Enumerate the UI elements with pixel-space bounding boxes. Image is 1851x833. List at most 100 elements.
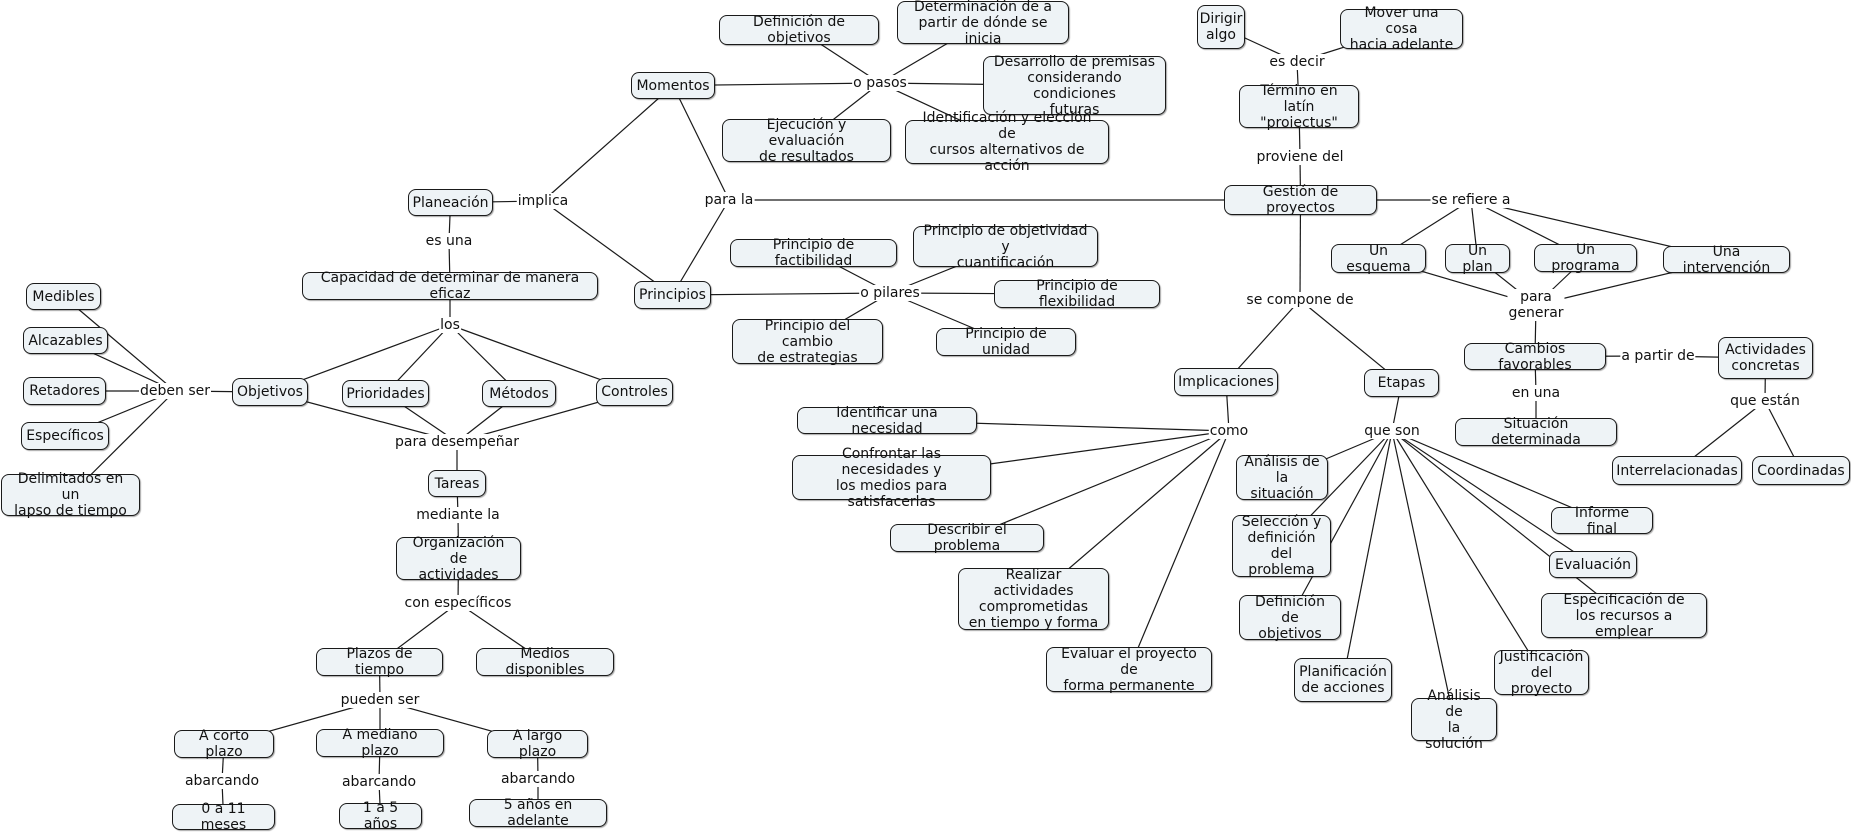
concept-prioridades: Prioridades: [342, 380, 429, 407]
link-label-como: como: [1208, 423, 1250, 439]
concept-p-factibilidad: Principio de factibilidad: [730, 237, 897, 269]
link-label-abarcando1: abarcando: [183, 773, 261, 789]
concept-def-obj-m: Definición de objetivos: [719, 14, 879, 46]
concept-capacidad: Capacidad de determinar de manera eficaz: [302, 270, 598, 302]
concept-esquema: Un esquema: [1331, 243, 1426, 275]
link-label-implica: implica: [516, 193, 570, 209]
concept-informe: Informe final: [1551, 505, 1653, 537]
connector-para_la-momentos: [672, 85, 730, 201]
concept-planificacion: Planificación de acciones: [1294, 658, 1392, 702]
concept-confrontar: Confrontar las necesidades y los medios …: [792, 446, 991, 510]
concept-delimitados: Delimitados en un lapso de tiempo: [1, 471, 140, 519]
concept-cambios: Cambios favorables: [1464, 341, 1606, 373]
concept-organizacion: Organización de actividades: [396, 535, 521, 583]
concept-plazos: Plazos de tiempo: [316, 646, 443, 678]
link-label-en-una: en una: [1510, 385, 1562, 401]
concept-anos15: 1 a 5 años: [339, 800, 422, 832]
concept-evaluar: Evaluar el proyecto de forma permanente: [1046, 646, 1212, 694]
concept-largo: A largo plazo: [487, 728, 588, 760]
concept-planeacion: Planeación: [408, 189, 493, 216]
link-label-mediante-la: mediante la: [415, 507, 501, 523]
link-label-se-refiere: se refiere a: [1430, 192, 1512, 208]
connector-que_son-evaluacion: [1391, 430, 1594, 565]
link-label-es-una: es una: [424, 233, 474, 249]
link-label-para-la: para la: [703, 192, 755, 208]
concept-gestion: Gestión de proyectos: [1224, 184, 1377, 216]
concept-act-concretas: Actividades concretas: [1718, 337, 1813, 379]
concept-anos5: 5 años en adelante: [469, 797, 607, 829]
link-label-que-son: que son: [1363, 423, 1421, 439]
concept-especificos: Específicos: [21, 422, 109, 450]
connector-para_la-principios: [671, 199, 730, 296]
concept-analisis-sit: Análisis de la situación: [1236, 454, 1328, 502]
concept-meses: 0 a 11 meses: [172, 801, 275, 833]
concept-termino: Término en latín "proiectus": [1239, 83, 1359, 131]
connector-deben_ser-medibles: [63, 296, 176, 392]
concept-ejecucion: Ejecución y evaluación de resultados: [722, 117, 891, 165]
concept-momentos: Momentos: [631, 72, 715, 99]
concept-mover: Mover una cosa hacia adelante: [1340, 5, 1463, 53]
connector-implica-principios: [542, 200, 673, 296]
concept-metodos: Métodos: [482, 380, 556, 407]
link-label-abarcando2: abarcando: [340, 774, 418, 790]
connector-que_son-planificacion: [1342, 430, 1393, 681]
link-label-deben-ser: deben ser: [139, 383, 211, 399]
concept-intervencion: Una intervención: [1663, 244, 1790, 276]
concept-p-unidad: Principio de unidad: [936, 326, 1076, 358]
concept-alcazables: Alcazables: [23, 327, 108, 354]
concept-implicaciones: Implicaciones: [1174, 368, 1278, 396]
link-label-o-pilares: o pilares: [859, 285, 921, 301]
concept-determinacion: Determinación de a partir de dónde se in…: [897, 0, 1069, 47]
concept-realizar: Realizar actividades comprometidas en ti…: [958, 567, 1109, 631]
link-label-pueden-ser: pueden ser: [339, 692, 421, 708]
concept-mediano: A mediano plazo: [316, 727, 444, 759]
concept-justificacion: Justificación del proyecto: [1494, 649, 1589, 697]
link-label-es-decir: es decir: [1268, 54, 1326, 70]
concept-def-obj-e: Definición de objetivos: [1239, 594, 1341, 642]
concept-evaluacion: Evaluación: [1549, 551, 1637, 578]
link-label-proviene: proviene del: [1255, 149, 1345, 165]
concept-retadores: Retadores: [23, 377, 106, 405]
connector-como-describir: [966, 430, 1230, 539]
concept-desarrollo: Desarrollo de premisas considerando cond…: [983, 54, 1166, 118]
concept-p-objetividad: Principio de objetividad y cuantificació…: [913, 223, 1098, 271]
link-label-los: los: [439, 317, 461, 333]
concept-p-cambio: Principio del cambio de estrategias: [732, 318, 883, 366]
concept-analisis-sol: Análisis de la solución: [1411, 688, 1497, 752]
connector-que_son-informe: [1391, 430, 1603, 522]
concept-interrelacionadas: Interrelacionadas: [1612, 456, 1742, 485]
link-label-con-especificos: con específicos: [403, 595, 513, 611]
concept-coordinadas: Coordinadas: [1752, 456, 1850, 485]
concept-principios: Principios: [634, 281, 711, 309]
link-label-abarcando3: abarcando: [499, 771, 577, 787]
connector-como-evaluar: [1128, 430, 1230, 670]
concept-situacion-det: Situación determinada: [1455, 416, 1617, 448]
connector-que_son-analisis_sol: [1391, 430, 1455, 720]
concept-medios: Medios disponibles: [476, 646, 614, 678]
link-label-o-pasos: o pasos: [852, 75, 908, 91]
concept-controles: Controles: [596, 378, 673, 406]
concept-plan: Un plan: [1445, 243, 1510, 275]
concept-describir: Describir el problema: [890, 522, 1044, 554]
concept-programa: Un programa: [1534, 242, 1637, 274]
link-label-para-generar: para generar: [1507, 289, 1565, 321]
connector-momentos-implica: [542, 85, 674, 202]
concept-especificacion: Especificación de los recursos a emplear: [1541, 592, 1707, 640]
link-label-que-estan: que están: [1729, 393, 1801, 409]
concept-etapas: Etapas: [1364, 369, 1439, 397]
concept-medibles: Medibles: [26, 283, 101, 310]
connector-que_son-def_obj_e: [1289, 430, 1393, 618]
connector-gestion-se_compone: [1299, 199, 1302, 301]
link-label-se-compone: se compone de: [1245, 292, 1355, 308]
concept-tareas: Tareas: [428, 470, 486, 497]
concept-dirigir: Dirigir algo: [1197, 5, 1245, 49]
link-label-a-partir: a partir de: [1620, 348, 1696, 364]
concept-identificacion-cursos: Identificación y elección de cursos alte…: [905, 110, 1109, 174]
concept-seleccion: Selección y definición del problema: [1232, 514, 1331, 578]
concept-corto: A corto plazo: [174, 728, 274, 760]
link-label-para-desempenar: para desempeñar: [393, 434, 521, 450]
connector-que_son-especificacion: [1391, 430, 1625, 616]
concept-objetivos: Objetivos: [232, 378, 308, 406]
concept-p-flexibilidad: Principio de flexibilidad: [994, 278, 1160, 310]
